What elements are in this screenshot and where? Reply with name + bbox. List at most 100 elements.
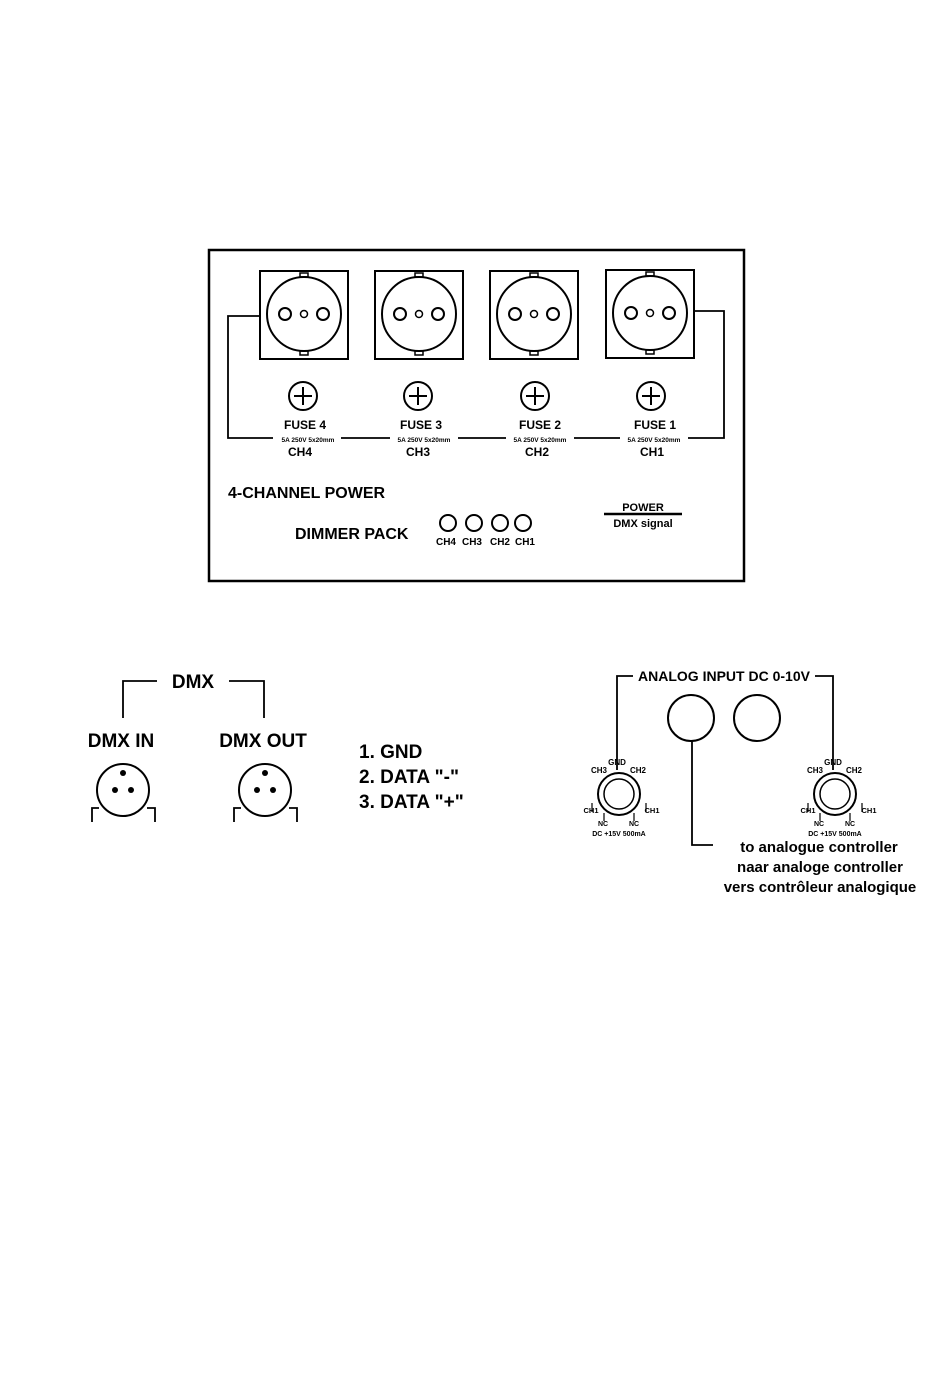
din-power-label: DC +15V 500mA	[592, 831, 646, 838]
din-inner	[819, 778, 851, 810]
din-inner	[603, 778, 635, 810]
dmx-pin-2: 2. DATA "-"	[359, 767, 459, 788]
controller-note-en: to analogue controller	[740, 839, 898, 856]
xlr-pin	[270, 787, 276, 793]
outlet-ch2: FUSE 2 5A 250V 5x20mm CH2	[489, 270, 579, 459]
dmx-bracket-right	[229, 680, 265, 718]
socket-ground-clip	[529, 272, 539, 278]
socket-center	[529, 309, 539, 319]
analog-connector-left: GND CH3 CH2 CH1 CH1 NC NC DC +15V 500mA	[583, 758, 659, 838]
fuse-rating: 5A 250V 5x20mm	[628, 437, 681, 444]
socket-pin-hole	[393, 307, 407, 321]
analog-title: ANALOG INPUT DC 0-10V	[638, 668, 811, 684]
xlr-mount-left	[233, 807, 241, 822]
pin-nc-label: NC	[598, 821, 608, 828]
din-face	[813, 772, 857, 816]
socket-pin-hole	[278, 307, 292, 321]
pin-gnd-label: GND	[824, 758, 842, 767]
socket-pin-hole	[316, 307, 330, 321]
pin-ch1-label: CH1	[861, 806, 876, 815]
din-face	[597, 772, 641, 816]
xlr-pin	[254, 787, 260, 793]
xlr-mount-left	[91, 807, 99, 822]
socket-ground-clip	[414, 350, 424, 356]
fuse-holder-icon	[520, 381, 550, 411]
socket-ground-clip	[529, 350, 539, 356]
led-ch3	[465, 514, 483, 532]
channel-label: CH2	[525, 445, 549, 459]
socket-ground-clip	[645, 349, 655, 355]
xlr-pin	[128, 787, 134, 793]
panel-title-line2: DIMMER PACK	[295, 526, 409, 543]
fuse-label: FUSE 2	[519, 418, 561, 432]
led-label: CH4	[436, 537, 456, 548]
socket-ground-clip	[414, 272, 424, 278]
controller-lead-line	[691, 741, 713, 846]
pin-ch1-label: CH1	[800, 806, 815, 815]
socket-center	[299, 309, 309, 319]
dmx-signal-label: DMX signal	[613, 518, 672, 530]
socket-center	[414, 309, 424, 319]
xlr-mount-right	[289, 807, 298, 822]
fuse-label: FUSE 3	[400, 418, 442, 432]
pin-nc-label: NC	[845, 821, 855, 828]
xlr-face	[238, 763, 292, 817]
led-ch2	[491, 514, 509, 532]
analog-jack-large	[733, 694, 781, 742]
pin-ch3-label: CH3	[591, 766, 608, 775]
panel-border	[207, 248, 746, 583]
channel-label: CH1	[640, 445, 664, 459]
dmx-section: DMX DMX IN DMX OUT 1. GND 2. DATA "-" 3.…	[88, 672, 464, 822]
pin-ch1-label: CH1	[583, 806, 598, 815]
fuse-bus-line	[227, 310, 725, 439]
panel-title-line1: 4-CHANNEL POWER	[228, 485, 385, 502]
pin-nc-label: NC	[629, 821, 639, 828]
fuse-holder-icon	[288, 381, 318, 411]
led-label: CH2	[490, 537, 510, 548]
socket-frame	[259, 270, 349, 360]
dmx-out-connector	[233, 763, 298, 822]
xlr-mount-right	[147, 807, 156, 822]
socket-center	[645, 308, 655, 318]
power-label: POWER	[622, 502, 664, 514]
socket-ground-clip	[299, 272, 309, 278]
outlet-ch4: FUSE 4 5A 250V 5x20mm CH4	[259, 270, 349, 459]
pin-ch2-label: CH2	[630, 766, 647, 775]
analog-jack-large	[667, 694, 715, 742]
channel-leds: CH4 CH3 CH2 CH1	[436, 514, 535, 548]
socket-pin-hole	[508, 307, 522, 321]
din-power-label: DC +15V 500mA	[808, 831, 862, 838]
fuse-label: FUSE 1	[634, 418, 676, 432]
socket-pin-hole	[662, 306, 676, 320]
channel-label: CH4	[288, 445, 312, 459]
xlr-pin	[120, 770, 126, 776]
pin-gnd-label: GND	[608, 758, 626, 767]
socket-frame	[374, 270, 464, 360]
fuse-label: FUSE 4	[284, 418, 326, 432]
fuse-rating: 5A 250V 5x20mm	[398, 437, 451, 444]
xlr-face	[96, 763, 150, 817]
dimmer-front-panel: FUSE 4 5A 250V 5x20mm CH4 FUSE 3 5A 250V…	[207, 248, 746, 583]
pin-ch2-label: CH2	[846, 766, 863, 775]
fuse-rating: 5A 250V 5x20mm	[282, 437, 335, 444]
led-ch4	[439, 514, 457, 532]
led-label: CH1	[515, 537, 535, 548]
pin-ch1-label: CH1	[644, 806, 659, 815]
analog-bracket-left	[616, 675, 633, 770]
fuse-rating: 5A 250V 5x20mm	[514, 437, 567, 444]
dmx-group-label: DMX	[172, 672, 215, 693]
xlr-pin	[262, 770, 268, 776]
socket-ground-clip	[645, 271, 655, 277]
fuse-holder-icon	[403, 381, 433, 411]
outlet-ch1: FUSE 1 5A 250V 5x20mm CH1	[605, 269, 695, 459]
socket-pin-hole	[546, 307, 560, 321]
channel-label: CH3	[406, 445, 430, 459]
pin-nc-label: NC	[814, 821, 824, 828]
socket-frame	[489, 270, 579, 360]
xlr-pin	[112, 787, 118, 793]
pin-ch3-label: CH3	[807, 766, 824, 775]
dmx-pin-1: 1. GND	[359, 742, 422, 763]
analog-section: ANALOG INPUT DC 0-10V GND CH3 CH2 CH1 CH…	[583, 668, 916, 896]
dmx-in-label: DMX IN	[88, 731, 155, 752]
socket-frame	[605, 269, 695, 359]
